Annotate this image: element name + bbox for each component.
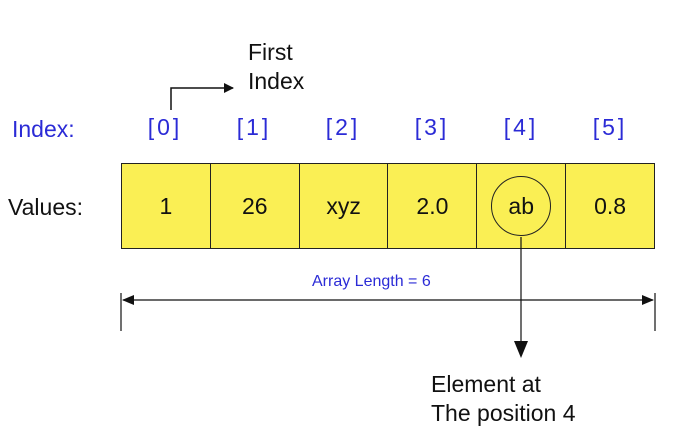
element-pointer-arrowhead xyxy=(514,341,528,358)
element-position-label-line-1: Element at xyxy=(431,371,541,397)
value-text-1: 26 xyxy=(241,192,268,219)
index-cell-4: [4] xyxy=(503,114,539,140)
index-row-label: Index: xyxy=(12,116,75,142)
highlight-circle xyxy=(491,176,552,236)
value-cell-4: ab xyxy=(477,164,567,248)
first-index-arrow xyxy=(170,83,234,110)
values-row-label: Values: xyxy=(8,194,84,220)
index-cell-1: [1] xyxy=(236,114,272,140)
value-text-5: 0.8 xyxy=(594,192,627,219)
value-text-2: xyz xyxy=(326,192,361,219)
value-cell-1: 26 xyxy=(211,164,300,248)
value-cell-0: 1 xyxy=(122,164,211,248)
value-text-3: 2.0 xyxy=(416,192,449,219)
array-length-arrow-right xyxy=(642,295,654,305)
array-length-label: Array Length = 6 xyxy=(312,273,431,290)
value-text-0: 1 xyxy=(159,192,173,219)
element-position-label: Element at The position 4 xyxy=(431,370,575,428)
value-cell-2: xyz xyxy=(300,164,389,248)
first-index-label: First Index xyxy=(248,38,304,96)
index-cell-3: [3] xyxy=(414,114,450,140)
array-values-row: 1 26 xyz 2.0 ab 0.8 xyxy=(121,163,655,249)
index-cell-0: [0] xyxy=(147,114,183,140)
value-cell-3: 2.0 xyxy=(388,164,478,248)
index-cell-2: [2] xyxy=(325,114,361,140)
element-position-label-line-2: The position 4 xyxy=(431,400,576,426)
first-index-label-line-1: First xyxy=(248,39,293,65)
index-cell-5: [5] xyxy=(592,114,628,140)
first-index-label-line-2: Index xyxy=(248,68,305,94)
value-cell-5: 0.8 xyxy=(566,164,654,248)
array-length-arrow-left xyxy=(122,295,134,305)
value-text-4: ab xyxy=(508,192,535,219)
